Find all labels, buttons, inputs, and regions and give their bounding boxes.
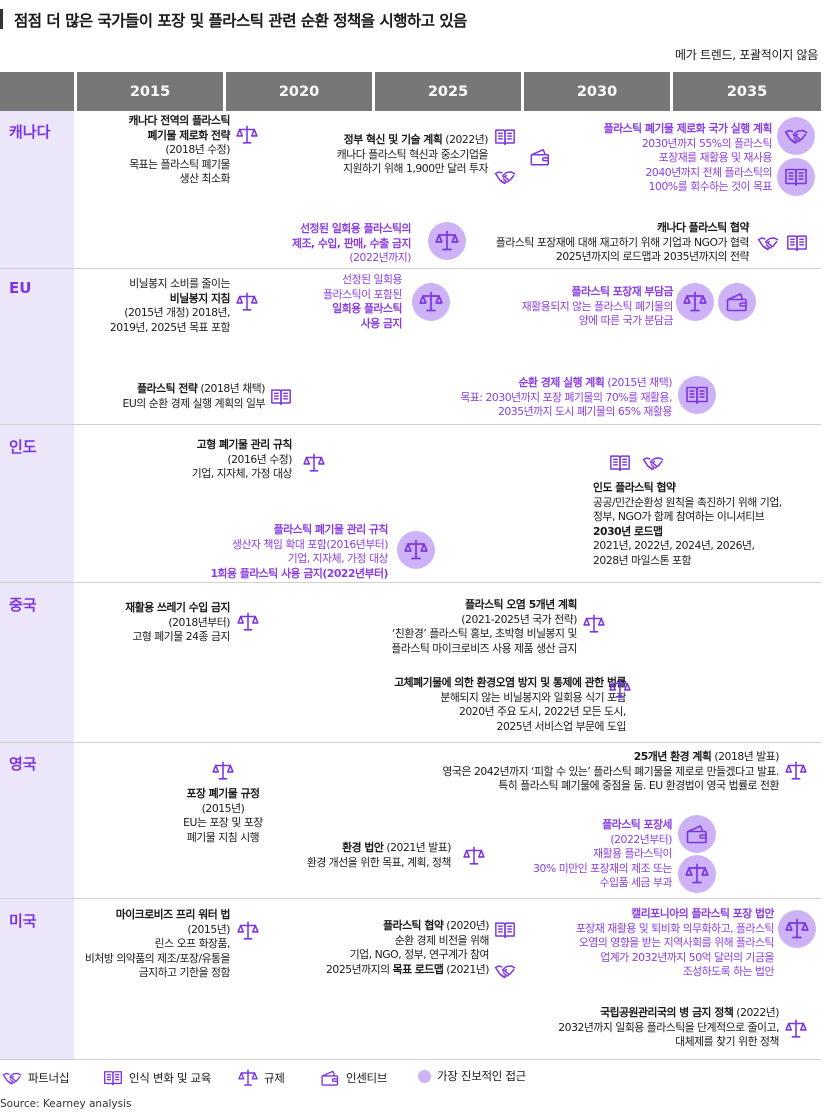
book-icon: [268, 384, 294, 410]
scale-icon: [234, 289, 260, 315]
page-title: 점점 더 많은 국가들이 포장 및 플라스틱 관련 순환 정책을 시행하고 있음: [14, 12, 467, 30]
legend-partnership: 파트너십: [2, 1068, 69, 1088]
policy-note: 플라스틱 오염 5개년 계획 (2021-2025년 국가 전략) ‘친환경’ …: [391, 598, 577, 655]
book-icon: [784, 230, 810, 256]
book-icon: [777, 158, 815, 196]
divider: [0, 742, 821, 743]
year-2020: 2020: [226, 72, 372, 111]
policy-note: 캘리포니아의 플라스틱 포장 법안 포장재 재활용 및 퇴비화 의무화하고, 플…: [575, 907, 775, 978]
wallet-icon: [718, 283, 756, 321]
handshake-icon: [492, 958, 518, 984]
book-icon: [103, 1068, 123, 1088]
country-india: 인도: [9, 438, 37, 456]
scale-icon: [428, 222, 466, 260]
scale-icon: [778, 910, 816, 948]
scale-icon: [607, 676, 633, 702]
year-2035: 2035: [673, 72, 821, 111]
legend-regulation: 규제: [238, 1068, 285, 1088]
policy-note: 순환 경제 실행 계획 (2015년 채택) 목표: 2030년까지 포장 폐기…: [460, 376, 672, 418]
source-note: Source: Kearney analysis: [0, 1098, 132, 1110]
scale-icon: [783, 1016, 809, 1042]
scale-icon: [678, 855, 716, 893]
policy-note: 플라스틱 폐기물 관리 규칙 생산자 책임 확대 포함(2016년부터) 기업,…: [210, 523, 389, 580]
policy-note: 비닐봉지 소비를 줄이는 비닐봉지 지침 (2015년 개정) 2018년, 2…: [109, 277, 231, 334]
policy-note: 플라스틱 폐기물 제로화 국가 실행 계획 2030년까지 55%의 플라스틱 …: [603, 122, 773, 193]
policy-note: 포장 폐기물 규정 (2015년) EU는 포장 및 포장 폐기물 지침 시행: [183, 787, 263, 844]
scale-icon: [235, 918, 261, 944]
policy-note: 선정된 일회용 플라스틱이 포함된 일회용 플라스틱 사용 금지: [323, 273, 402, 330]
divider: [0, 268, 821, 269]
book-icon: [678, 376, 716, 414]
policy-note: 캐나다 플라스틱 협약 플라스틱 포장재에 대해 재고하기 위해 기업과 NGO…: [495, 221, 750, 263]
year-2025: 2025: [375, 72, 521, 111]
country-eu: EU: [9, 279, 32, 297]
country-lane: [0, 111, 74, 1059]
policy-note: 25개년 환경 계획 (2018년 발표) 영국은 2042년까지 ‘피할 수 …: [442, 750, 780, 792]
policy-note: 정부 혁신 및 기술 계획 (2022년) 캐나다 플라스틱 혁신과 중소기업을…: [336, 133, 489, 175]
divider: [0, 582, 821, 583]
legend-progressive: 가장 진보적인 접근: [418, 1068, 526, 1084]
scale-icon: [238, 1068, 258, 1088]
header-corner: [0, 72, 74, 111]
country-usa: 미국: [9, 912, 37, 930]
divider: [0, 1059, 821, 1060]
handshake-icon: [777, 117, 815, 155]
country-china: 중국: [9, 596, 37, 614]
policy-note: 국립공원관리국의 병 금지 정책 (2022년) 2032년까지 일회용 플라스…: [558, 1006, 779, 1048]
policy-note: 마이크로비즈 프리 워터 법 (2015년) 린스 오프 화장품, 비처방 의약…: [84, 908, 231, 979]
page-subtitle: 메가 트렌드, 포괄적이지 않음: [675, 48, 818, 62]
divider: [0, 424, 821, 425]
policy-note: 플라스틱 포장재 부담금 재활용되지 않는 플라스틱 폐기물의 양에 따른 국가…: [521, 285, 674, 327]
handshake-icon: [492, 164, 518, 190]
wallet-icon: [678, 815, 716, 853]
year-2030: 2030: [524, 72, 670, 111]
handshake-icon: [640, 450, 666, 476]
scale-icon: [301, 450, 327, 476]
scale-icon: [235, 609, 261, 635]
legend-education: 인식 변화 및 교육: [103, 1068, 211, 1088]
wallet-icon: [320, 1068, 340, 1088]
scale-icon: [210, 758, 236, 784]
handshake-icon: [2, 1068, 22, 1088]
policy-note: 재활용 쓰레기 수입 금지 (2018년부터) 고형 폐기물 24종 금지: [125, 601, 230, 643]
title-bar: [0, 9, 3, 29]
policy-note: 캐나다 전역의 플라스틱 폐기물 제로화 전략 (2018년 수정) 목표는 플…: [128, 114, 231, 185]
book-icon: [492, 124, 518, 150]
policy-note: 플라스틱 전략 (2018년 채택) EU의 순환 경제 실행 계획의 일부: [122, 382, 265, 410]
divider: [0, 898, 821, 899]
policy-note: 플라스틱 포장세 (2022년부터) 재활용 플라스틱이 30% 미만인 포장재…: [533, 818, 672, 889]
legend-circle-swatch: [418, 1069, 431, 1083]
scale-icon: [397, 531, 435, 569]
country-uk: 영국: [9, 755, 37, 773]
wallet-icon: [527, 144, 553, 170]
policy-note: 선정된 일회용 플라스틱의 제조, 수입, 판매, 수출 금지 (2022년까지…: [291, 222, 411, 264]
policy-note: 고형 폐기물 관리 규칙 (2016년 수정) 기업, 지자체, 가정 대상: [191, 438, 293, 480]
scale-icon: [783, 758, 809, 784]
year-2015: 2015: [77, 72, 223, 111]
scale-icon: [676, 283, 714, 321]
scale-icon: [461, 843, 487, 869]
scale-icon: [581, 611, 607, 637]
policy-note: 플라스틱 협약 (2020년) 순환 경제 비전을 위해 기업, NGO, 정부…: [326, 919, 489, 976]
country-canada: 캐나다: [9, 123, 51, 141]
book-icon: [492, 917, 518, 943]
policy-note: 환경 법안 (2021년 발표) 환경 개선을 위한 목표, 계획, 정책: [306, 841, 452, 869]
policy-note: 고체폐기물에 의한 환경오염 방지 및 통제에 관한 법률 분해되지 않는 비닐…: [394, 676, 626, 733]
book-icon: [607, 450, 633, 476]
legend-incentive: 인센티브: [320, 1068, 387, 1088]
handshake-icon: [755, 230, 781, 256]
policy-note: 인도 플라스틱 협약 공공/민간순환성 원칙을 촉진하기 위해 기업, 정부, …: [593, 481, 782, 567]
scale-icon: [234, 122, 260, 148]
scale-icon: [412, 283, 450, 321]
